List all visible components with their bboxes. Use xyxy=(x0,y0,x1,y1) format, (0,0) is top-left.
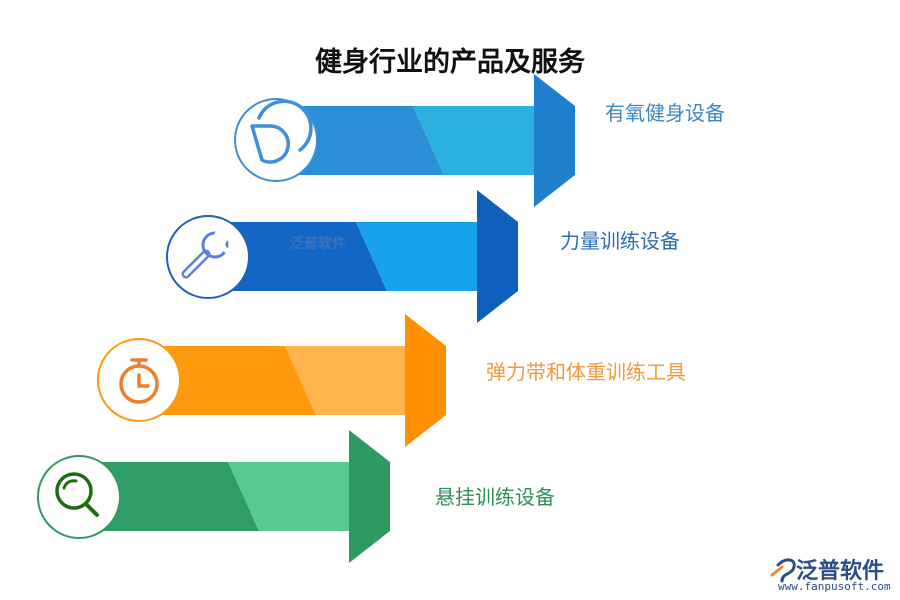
item-label-3: 弹力带和体重训练工具 xyxy=(486,360,686,384)
arrow-3 xyxy=(150,314,446,447)
arrow-1 xyxy=(280,74,575,207)
brand-url: www.fanpusoft.com xyxy=(778,580,891,593)
item-label-4: 悬挂训练设备 xyxy=(435,485,555,509)
wrench-icon xyxy=(166,215,250,299)
pie-chart-icon xyxy=(234,98,318,182)
arrow-2 xyxy=(218,190,518,323)
stopwatch-icon xyxy=(97,338,181,422)
brand-logo-icon xyxy=(770,558,796,583)
watermark: 泛普软件 xyxy=(290,236,346,252)
brand-name: 泛普软件 xyxy=(796,559,885,584)
item-label-2: 力量训练设备 xyxy=(560,229,680,253)
item-label-1: 有氧健身设备 xyxy=(605,101,725,125)
magnifier-icon xyxy=(37,455,121,539)
arrow-4 xyxy=(90,430,390,563)
page-title: 健身行业的产品及服务 xyxy=(315,47,585,78)
